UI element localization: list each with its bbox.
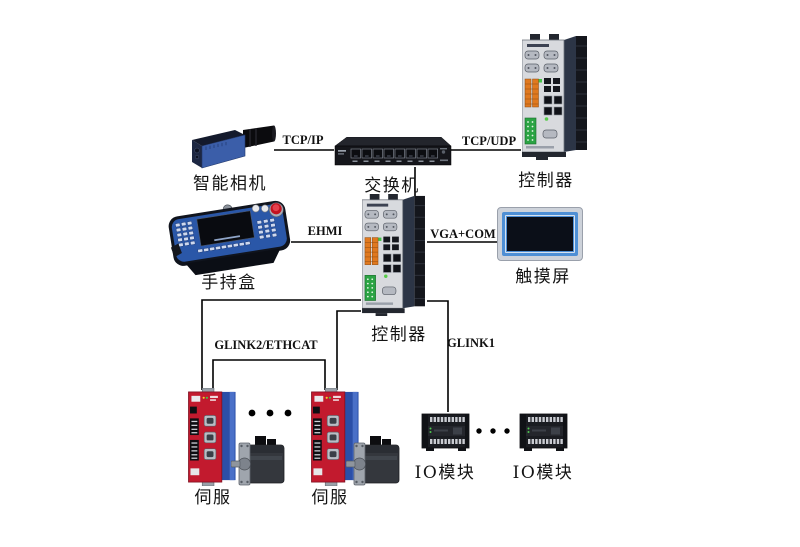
ethernet-switch-device	[334, 137, 452, 166]
controller-top-label: 控制器	[518, 171, 574, 191]
camera-label: 智能相机	[193, 174, 267, 194]
controller-top-device	[521, 34, 589, 160]
pendant-keypad-right	[256, 218, 278, 240]
ehmi-link-label: EHMI	[307, 224, 343, 238]
pendant-keypad-left	[175, 220, 196, 247]
ellipsis-dot	[266, 409, 274, 417]
wire-glink2-servo-right	[336, 310, 361, 390]
controller-main-label: 控制器	[371, 325, 427, 345]
io-module-left-device	[420, 408, 472, 454]
glink2-link-label: GLINK2/ETHCAT	[214, 338, 318, 352]
servo-right-label: 伺服	[311, 488, 349, 508]
wire-glink1-io	[427, 300, 449, 412]
emergency-stop-button	[268, 202, 284, 218]
touchscreen-bezel	[502, 212, 578, 256]
touchscreen-screen	[507, 217, 573, 251]
ellipsis-dot	[476, 428, 482, 434]
ellipsis-dot	[248, 409, 256, 417]
pendant-screen	[196, 210, 255, 247]
smart-camera-device	[192, 125, 276, 169]
servo-left-label: 伺服	[194, 488, 232, 508]
io-right-label: IO模块	[512, 463, 574, 483]
ellipsis-dot	[284, 409, 292, 417]
servo-motor-left-device	[231, 436, 287, 488]
tcp-ip-link-label: TCP/IP	[282, 133, 324, 147]
teach-pendant-device	[165, 189, 300, 285]
ellipsis-dot	[490, 428, 496, 434]
controller-main-device	[361, 194, 427, 316]
touchscreen-device	[497, 207, 583, 261]
ellipsis-dot	[504, 428, 510, 434]
servo-motor-right-device	[346, 436, 402, 488]
pendant-key-row	[197, 241, 251, 253]
touchscreen-label: 触摸屏	[515, 267, 571, 287]
io-left-label: IO模块	[414, 463, 476, 483]
pendant-label: 手持盒	[201, 273, 257, 293]
vga-com-link-label: VGA+COM	[430, 227, 496, 241]
rj45-ports	[350, 148, 438, 159]
glink1-link-label: GLINK1	[447, 336, 495, 350]
wire-servo-daisy-chain	[212, 359, 326, 390]
io-module-right-device	[518, 408, 570, 454]
switch-label: 交换机	[364, 176, 420, 196]
tcp-udp-link-label: TCP/UDP	[461, 134, 517, 148]
